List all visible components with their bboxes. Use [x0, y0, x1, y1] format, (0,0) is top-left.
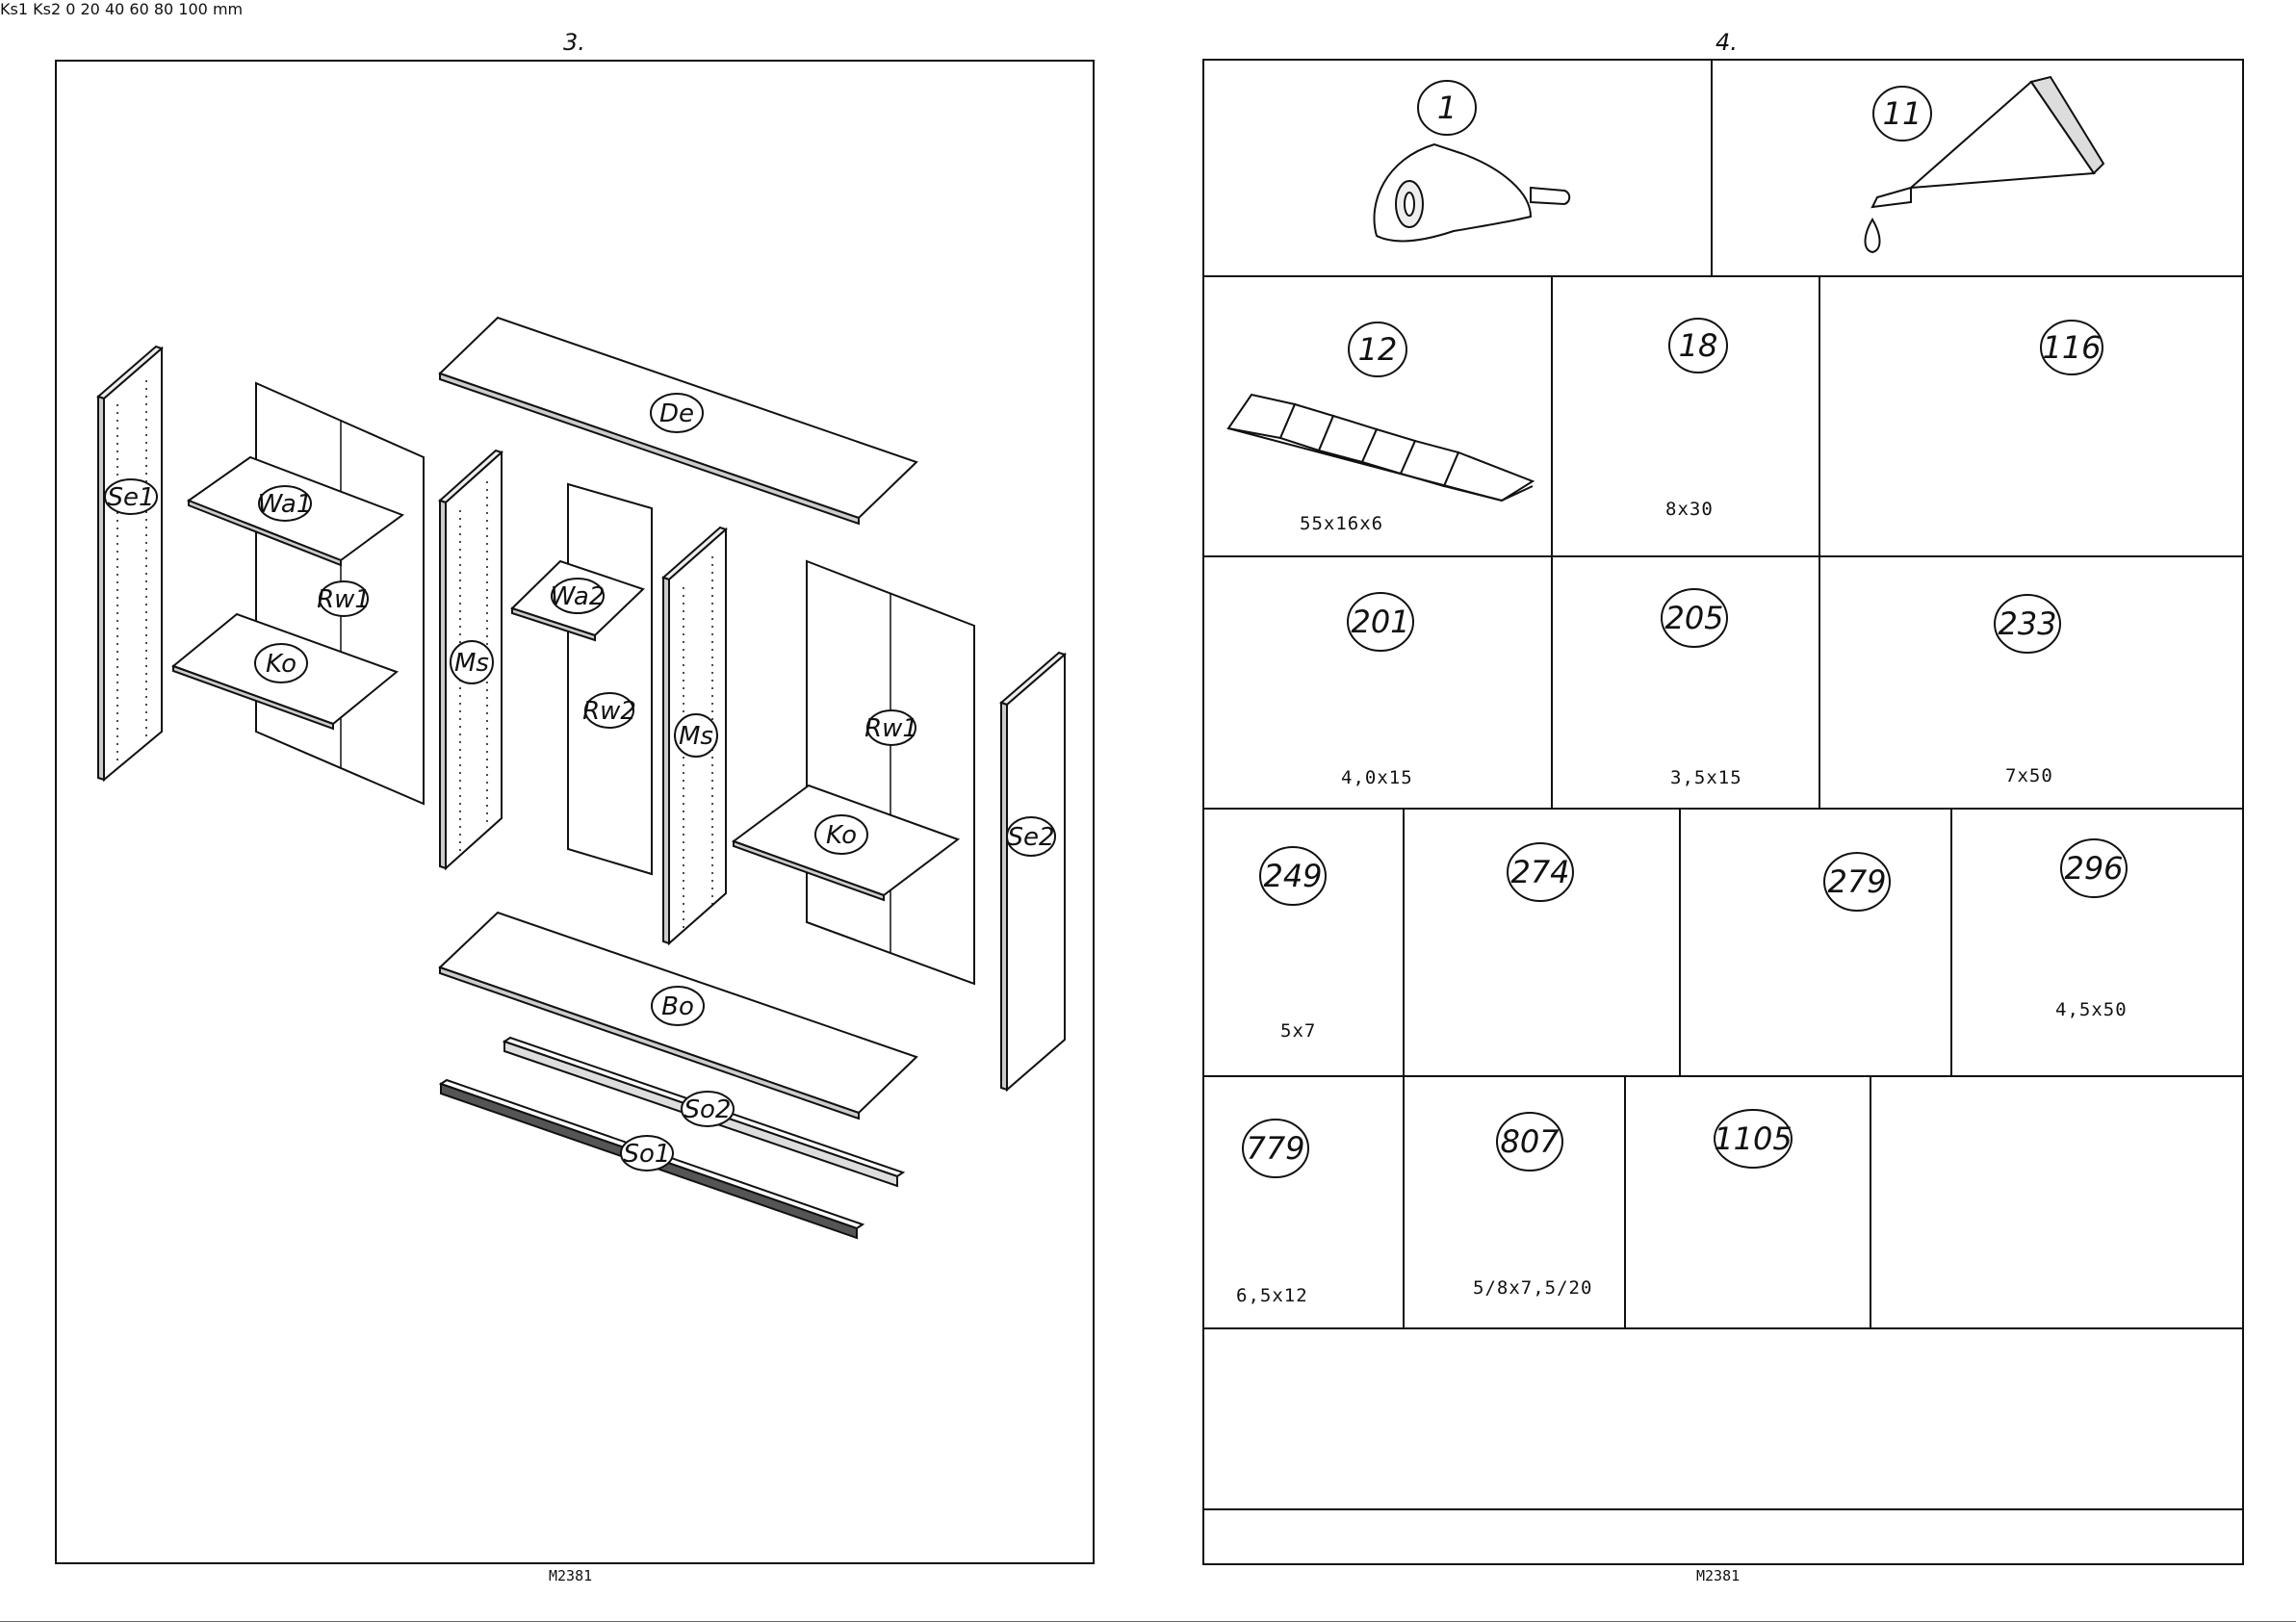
size-label-205: 3,5x15	[1670, 767, 1742, 788]
part-number-205: 205	[1664, 600, 1723, 636]
part-number-807: 807	[1500, 1123, 1560, 1160]
part-number-11: 11	[1883, 95, 1922, 132]
part-number-233: 233	[1998, 605, 2056, 642]
part-number-18: 18	[1679, 327, 1718, 364]
part-number-779: 779	[1246, 1130, 1304, 1167]
size-label-12: 55x16x6	[1300, 513, 1383, 534]
connector-1-icon	[1375, 144, 1570, 241]
part-number-1: 1	[1437, 90, 1457, 126]
part-number-1105: 1105	[1714, 1120, 1792, 1157]
size-label-18: 8x30	[1665, 499, 1714, 520]
size-label-779: 6,5x12	[1236, 1285, 1308, 1306]
part-number-274: 274	[1510, 854, 1569, 890]
size-label-296: 4,5x50	[2055, 999, 2128, 1020]
part-number-296: 296	[2064, 850, 2123, 887]
footer-code-right: M2381	[1696, 1567, 1740, 1584]
part-number-116: 116	[2042, 329, 2101, 366]
size-label-249: 5x7	[1280, 1020, 1316, 1042]
part-number-249: 249	[1263, 858, 1322, 894]
part-number-201: 201	[1351, 604, 1409, 640]
wedge-shims-icon	[1228, 395, 1533, 501]
size-label-201: 4,0x15	[1341, 767, 1413, 788]
size-label-233: 7x50	[2005, 765, 2053, 786]
size-label-807: 5/8x7,5/20	[1473, 1277, 1592, 1299]
part-number-12: 12	[1358, 331, 1398, 368]
part-number-279: 279	[1827, 863, 1886, 900]
